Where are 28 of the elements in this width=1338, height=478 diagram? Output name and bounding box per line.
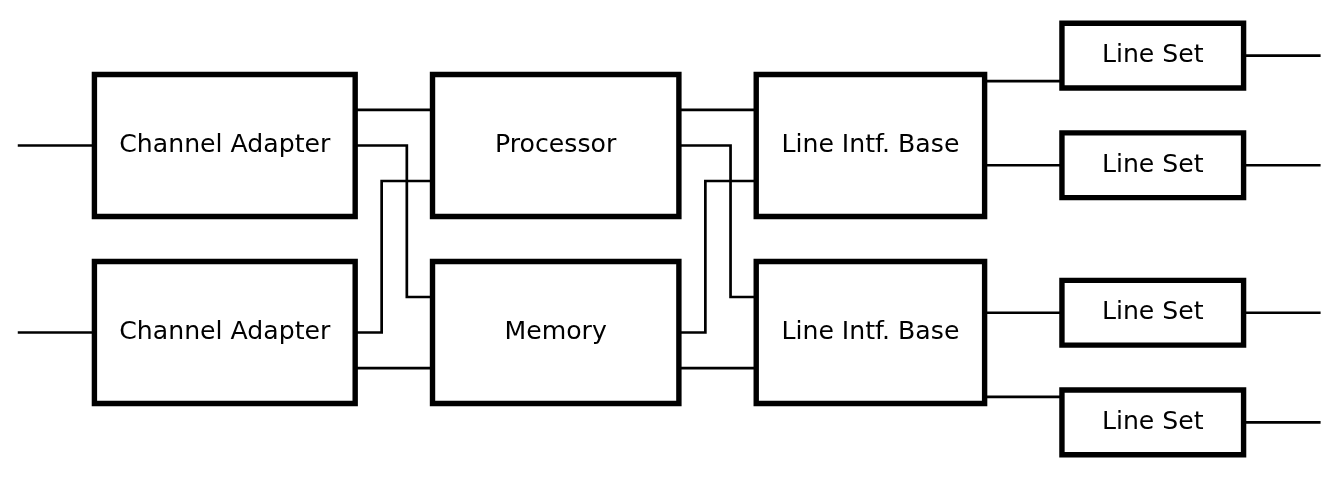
connector <box>985 395 1062 399</box>
node-box: Line Intf. Base <box>753 258 988 407</box>
connector <box>17 331 94 334</box>
node-box: Processor <box>429 71 682 220</box>
connector <box>679 144 757 299</box>
connector <box>355 366 433 370</box>
node-box: Line Set <box>1059 130 1247 201</box>
node-box: Line Set <box>1059 277 1247 348</box>
connector <box>679 179 756 334</box>
node-box: Memory <box>429 258 682 407</box>
connector <box>985 311 1062 315</box>
connector <box>1243 54 1321 57</box>
node-box: Line Set <box>1059 20 1247 91</box>
connector <box>1243 421 1321 424</box>
node-box: Line Set <box>1059 387 1247 458</box>
node-box: Line Intf. Base <box>753 71 988 220</box>
connector <box>1243 311 1321 315</box>
node-box: Channel Adapter <box>91 258 358 407</box>
connector <box>17 144 94 147</box>
connector <box>985 79 1062 83</box>
connector <box>355 179 433 334</box>
connector <box>679 366 756 370</box>
connector <box>355 108 433 112</box>
connector <box>1243 163 1321 167</box>
connector <box>355 144 433 299</box>
connector <box>985 163 1062 167</box>
connector <box>679 108 756 112</box>
node-box: Channel Adapter <box>91 71 358 220</box>
